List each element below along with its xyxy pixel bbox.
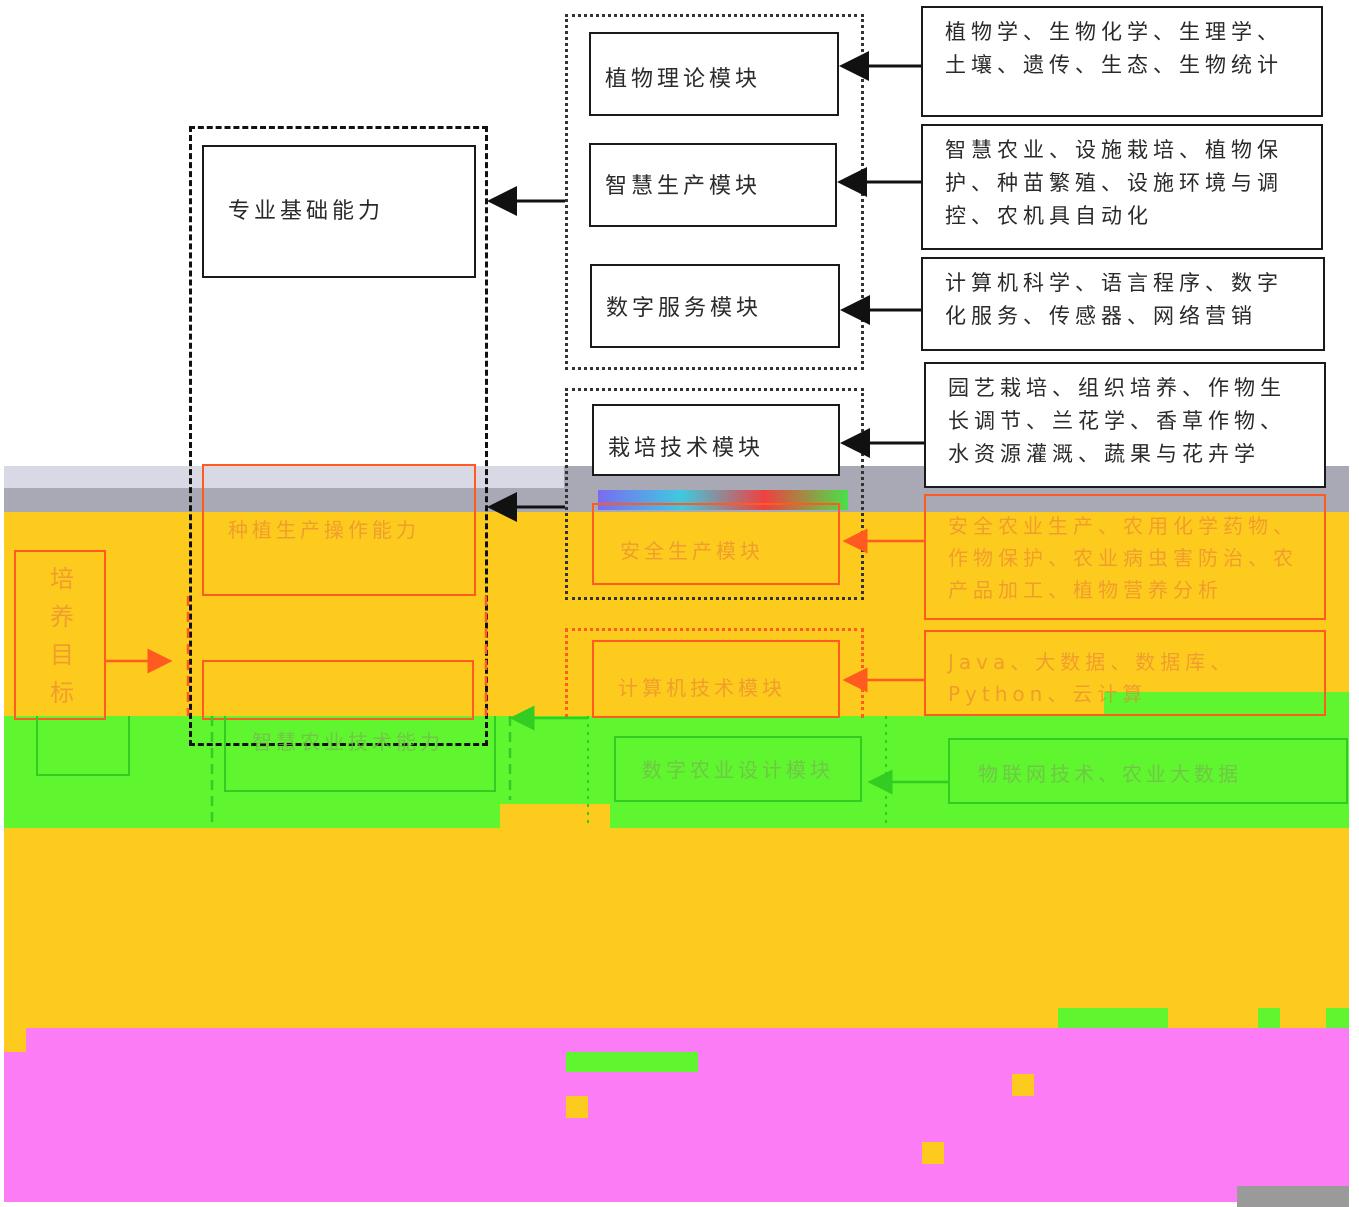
module-box: 数字农业设计模块 <box>614 736 862 802</box>
speck <box>1012 1074 1034 1096</box>
course-list-box: 园艺栽培、组织培养、作物生长调节、兰花学、香草作物、水资源灌溉、蔬果与花卉学 <box>924 362 1326 488</box>
module-box: 栽培技术模块 <box>592 404 840 476</box>
course-list: 植物学、生物化学、生理学、土壤、遗传、生态、生物统计 <box>945 20 1283 77</box>
module-name: 计算机技术模块 <box>618 676 786 700</box>
course-list: 安全农业生产、农用化学药物、作物保护、农业病虫害防治、农产品加工、植物营养分析 <box>948 514 1298 602</box>
speck <box>598 490 848 510</box>
course-list: 园艺栽培、组织培养、作物生长调节、兰花学、香草作物、水资源灌溉、蔬果与花卉学 <box>948 376 1286 466</box>
corruption-notch <box>500 804 610 830</box>
objective-box-lower <box>36 716 130 776</box>
corruption-corner <box>1237 1186 1349 1207</box>
module-box: 智慧生产模块 <box>589 143 837 227</box>
speck <box>1326 1008 1349 1028</box>
practical-ability-label: 种植生产操作能力 <box>228 518 420 542</box>
course-list-box: 安全农业生产、农用化学药物、作物保护、农业病虫害防治、农产品加工、植物营养分析 <box>924 494 1326 620</box>
foundation-ability-label: 专业基础能力 <box>228 198 385 224</box>
practical-ability-box: 种植生产操作能力 <box>202 464 476 596</box>
course-list: 物联网技术、农业大数据 <box>978 762 1242 786</box>
objective-label: 培养目标 <box>45 566 74 718</box>
ability-dashed-frame <box>189 126 488 746</box>
module-box: 植物理论模块 <box>589 32 839 116</box>
speck <box>1258 1008 1280 1028</box>
corruption-band-green <box>4 716 1349 828</box>
course-list: 智慧农业、设施栽培、植物保护、种苗繁殖、设施环境与调控、农机具自动化 <box>945 138 1283 228</box>
speck <box>922 1142 944 1164</box>
course-list-box: 物联网技术、农业大数据 <box>948 738 1348 804</box>
corruption-band-lightgrey <box>4 466 564 488</box>
digital-ability-box-top <box>202 660 474 720</box>
speck <box>566 1052 698 1072</box>
module-name: 数字服务模块 <box>606 296 763 321</box>
module-box: 计算机技术模块 <box>592 640 840 718</box>
digital-ability-label: 智慧农业技术能力 <box>252 730 444 754</box>
module-name: 植物理论模块 <box>605 67 762 92</box>
module-name: 安全生产模块 <box>620 539 764 563</box>
digital-ability-box: 智慧农业技术能力 <box>224 716 496 792</box>
speck <box>4 1028 26 1052</box>
module-group-frame-2 <box>565 388 864 600</box>
course-list-box: 计算机科学、语言程序、数字化服务、传感器、网络营销 <box>921 257 1325 351</box>
course-list-box: Java、大数据、数据库、Python、云计算 <box>924 630 1326 716</box>
course-list-box: 智慧农业、设施栽培、植物保护、种苗繁殖、设施环境与调控、农机具自动化 <box>921 124 1323 250</box>
module-box: 安全生产模块 <box>592 503 840 585</box>
foundation-ability-box: 专业基础能力 <box>202 145 476 278</box>
course-list: Java、大数据、数据库、Python、云计算 <box>948 650 1236 706</box>
course-list-box: 植物学、生物化学、生理学、土壤、遗传、生态、生物统计 <box>921 6 1323 117</box>
objective-box: 培养目标 <box>14 550 106 720</box>
course-list: 计算机科学、语言程序、数字化服务、传感器、网络营销 <box>945 271 1283 328</box>
speck <box>1058 1008 1168 1028</box>
corruption-band-green-small <box>1104 692 1349 718</box>
module-name: 智慧生产模块 <box>605 174 762 199</box>
speck <box>566 1096 588 1118</box>
module-box: 数字服务模块 <box>590 264 840 348</box>
module-name: 数字农业设计模块 <box>642 758 834 782</box>
module-name: 栽培技术模块 <box>608 436 765 461</box>
